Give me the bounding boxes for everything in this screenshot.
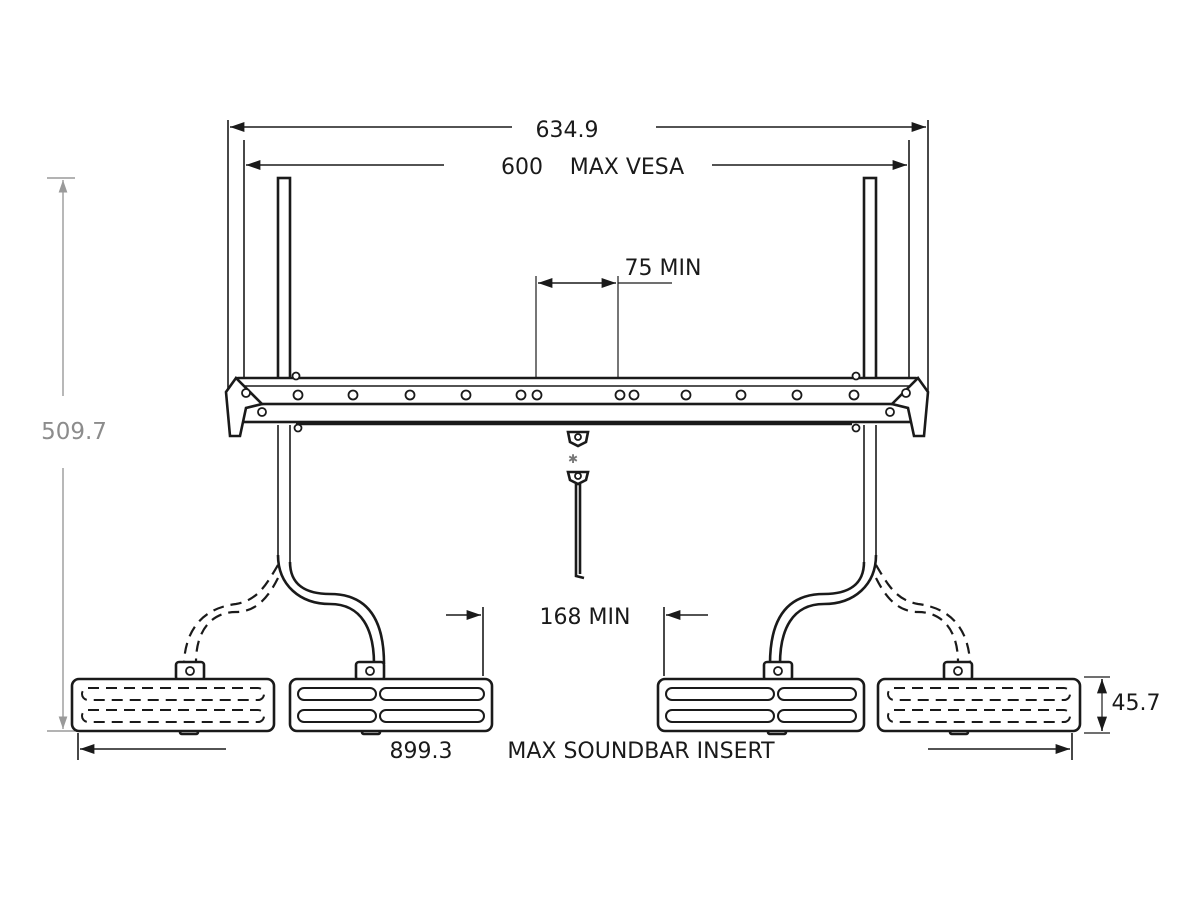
soundbar-width-value: 899.3 — [390, 739, 453, 764]
left-arm-dashed — [182, 564, 279, 663]
right-arm-solid — [768, 554, 878, 665]
soundbar-plate-left-outer — [70, 677, 276, 733]
dimension-overall-width: 634.9 — [227, 118, 929, 395]
mounting-bracket — [224, 371, 930, 438]
dimension-max-soundbar-insert: 899.3 MAX SOUNDBAR INSERT — [77, 733, 1073, 764]
soundbar-depth-label: 45.7 — [1112, 691, 1161, 716]
dimension-max-vesa: 600 MAX VESA — [243, 140, 910, 395]
dimension-soundbar-depth: 45.7 — [1084, 676, 1161, 734]
dimension-height: 509.7 — [41, 177, 107, 732]
dimension-min-spacing: 75 MIN — [535, 256, 702, 384]
right-arm-dashed — [875, 564, 972, 663]
soundbar-plate-left-inner — [288, 677, 494, 733]
right-upright — [862, 176, 878, 562]
soundbar-width-label: MAX SOUNDBAR INSERT — [507, 739, 775, 764]
height-label: 509.7 — [41, 419, 107, 445]
dimension-soundbar-gap: 168 MIN — [446, 605, 708, 676]
left-arm-solid — [276, 554, 386, 665]
svg-text:✱: ✱ — [568, 452, 578, 466]
vesa-text-label: MAX VESA — [570, 155, 684, 180]
min-spacing-label: 75 MIN — [625, 256, 702, 281]
soundbar-plate-right-inner — [656, 677, 866, 733]
overall-width-label: 634.9 — [536, 118, 599, 143]
vesa-value-label: 600 — [501, 155, 543, 180]
left-upright — [276, 176, 292, 562]
soundbar-plate-right-outer — [876, 677, 1082, 733]
center-cable: ✱ — [566, 430, 590, 580]
soundbar-gap-label: 168 MIN — [540, 605, 631, 630]
